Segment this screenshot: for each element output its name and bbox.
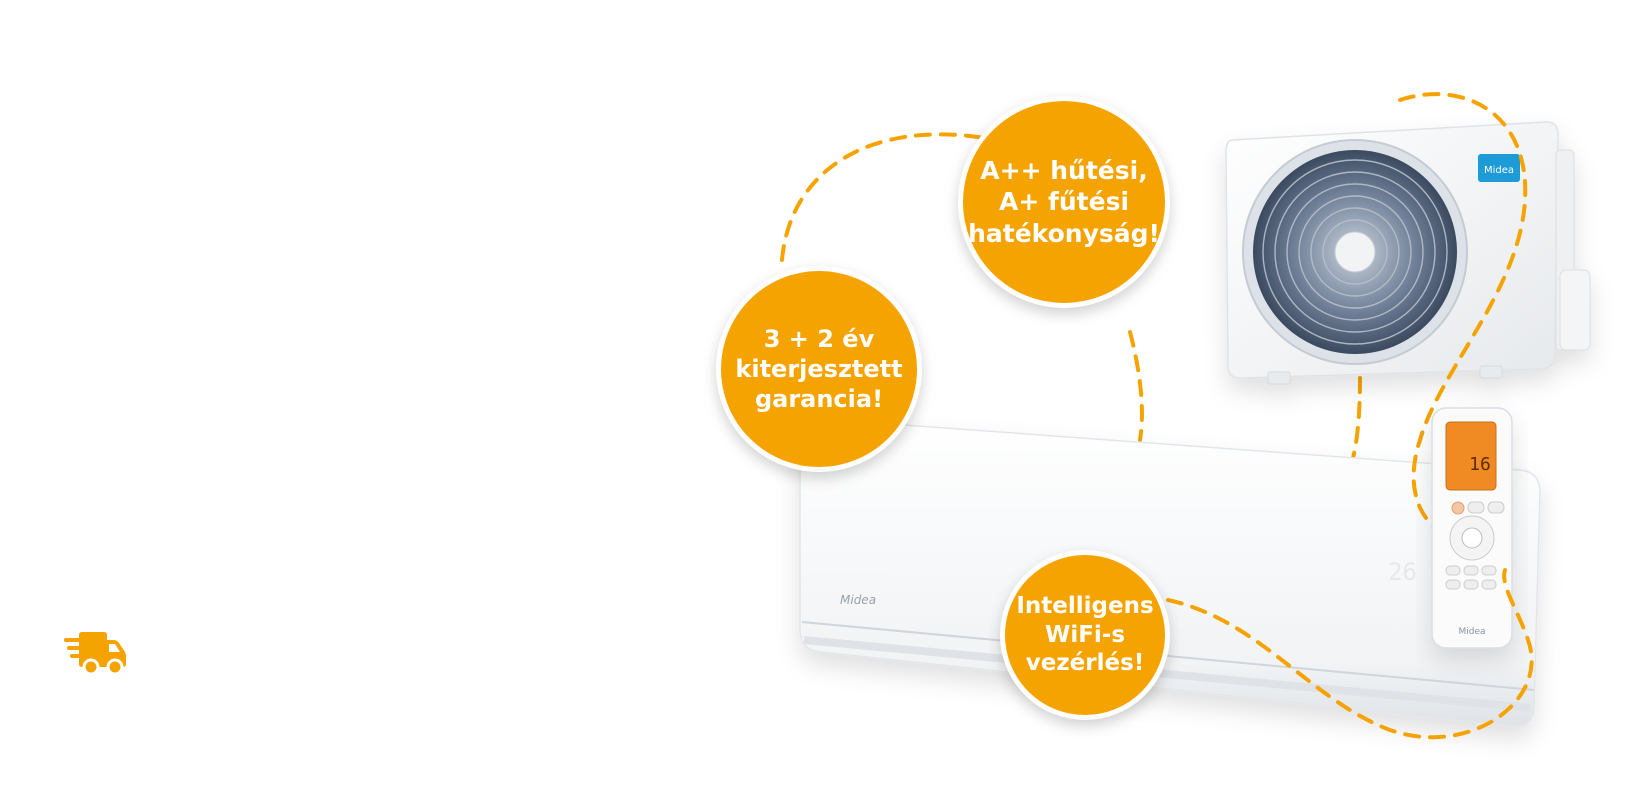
dashed-path-bottom xyxy=(1166,568,1534,740)
wifi-line-2: WiFi-s xyxy=(1044,621,1126,648)
warranty-line-2: kiterjesztett xyxy=(735,355,903,383)
wifi-line-1: Intelligens xyxy=(1016,592,1154,619)
wifi-badge: Intelligens WiFi-s vezérlés! xyxy=(1000,550,1170,720)
remote-control: 16 Midea xyxy=(1431,407,1513,649)
indoor-unit: 26 Midea xyxy=(799,417,1541,727)
dashed-path-right xyxy=(1398,92,1528,542)
wifi-line-3: vezérlés! xyxy=(1025,650,1145,677)
dashed-path-left xyxy=(780,132,987,262)
indoor-brand-logo: Midea xyxy=(840,593,876,607)
efficiency-badge: A++ hűtési, A+ fűtési hatékonyság! xyxy=(958,96,1170,308)
efficiency-line-3: hatékonyság! xyxy=(968,218,1160,248)
warranty-line-1: 3 + 2 év xyxy=(763,325,875,353)
warranty-line-3: garancia! xyxy=(754,385,884,413)
remote-brand-logo: Midea xyxy=(1458,627,1485,637)
outdoor-unit: Midea xyxy=(1225,121,1591,385)
dashed-path-center xyxy=(1128,330,1144,442)
indoor-display-text: 26 xyxy=(1388,558,1417,586)
outdoor-brand-plate xyxy=(1478,154,1520,182)
delivery-truck-icon xyxy=(64,632,126,676)
outdoor-brand-logo: Midea xyxy=(1484,165,1514,176)
efficiency-line-2: A+ fűtési xyxy=(998,187,1130,217)
efficiency-line-1: A++ hűtési, xyxy=(980,156,1148,186)
warranty-badge: 3 + 2 év kiterjesztett garancia! xyxy=(716,266,922,472)
dashed-path-outdoor xyxy=(1350,376,1362,464)
remote-display-text: 16 xyxy=(1469,454,1491,475)
